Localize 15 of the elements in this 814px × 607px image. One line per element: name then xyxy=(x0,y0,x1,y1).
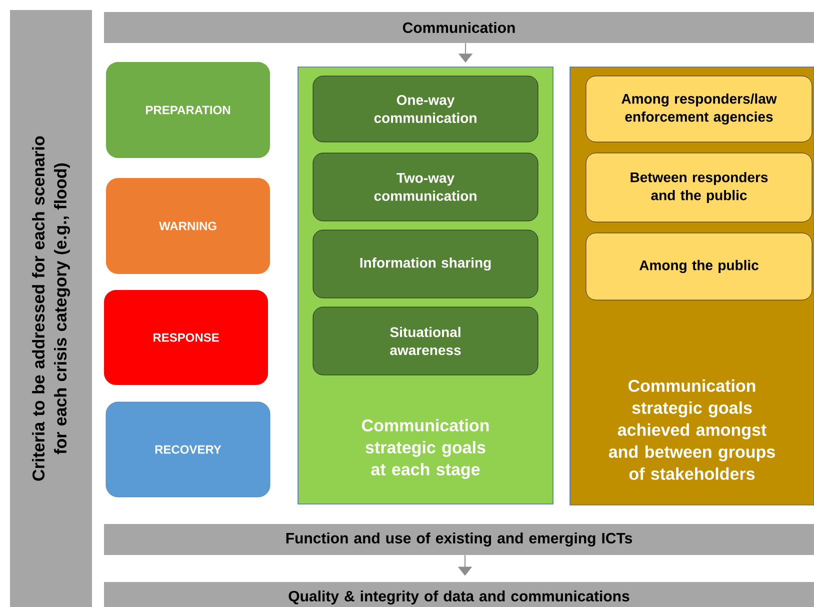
header-bar: Communication xyxy=(104,12,814,43)
goal-box: Among the public xyxy=(586,232,812,300)
header-bar: Quality & integrity of data and communications xyxy=(104,582,814,607)
side-band: Criteria to be addressed for each scenario for each crisis category (e.g., flood) xyxy=(10,10,92,607)
goal-box: Two-way communication xyxy=(312,152,538,222)
goal-box: Between responders and the public xyxy=(586,152,812,222)
goal-box: Information sharing xyxy=(312,230,538,298)
stage-box: RECOVERY xyxy=(106,402,270,498)
stage-box: WARNING xyxy=(106,178,270,274)
goal-box: Among responders/law enforcement agencies xyxy=(586,76,812,142)
stage-box: PREPARATION xyxy=(106,62,270,158)
header-bar: Function and use of existing and emerging ICTs xyxy=(104,524,814,555)
goal-box: One-way communication xyxy=(312,76,538,142)
goal-box: Situational awareness xyxy=(312,306,538,376)
stage-box: RESPONSE xyxy=(104,290,268,385)
